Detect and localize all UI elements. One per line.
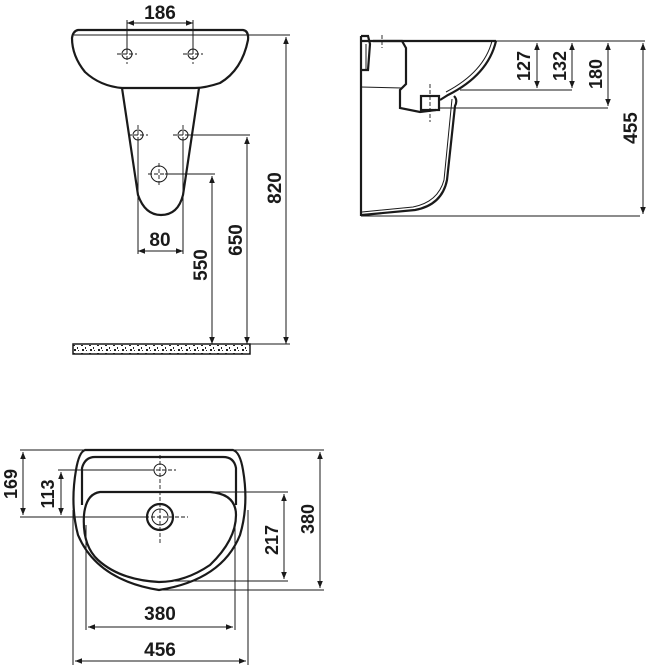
- dim-waste-spacing: 80: [149, 230, 170, 251]
- bowl-outline: [82, 490, 238, 584]
- bowl-curve-outer: [439, 40, 498, 101]
- dim-650: 650: [226, 224, 247, 256]
- basin-inner-profile: [373, 39, 437, 114]
- basin-top-outline: [72, 448, 247, 592]
- top-drain: [145, 502, 188, 532]
- basin-front-outline: [70, 28, 250, 90]
- top-tap-hole: [150, 455, 176, 545]
- dim-455: 455: [621, 112, 642, 144]
- front-view: 186 80 550 650 820: [70, 3, 290, 355]
- dim-217: 217: [262, 525, 282, 555]
- dim-113: 113: [38, 479, 58, 508]
- dim-132: 132: [550, 51, 570, 81]
- dim-820: 820: [265, 172, 286, 204]
- side-pedestal: [361, 95, 458, 217]
- basin-rim-inner: [80, 455, 238, 505]
- dim-380-width: 380: [144, 604, 176, 625]
- floor-hatch: [72, 343, 251, 355]
- dim-127: 127: [514, 51, 534, 81]
- side-view: 127 132 180 455: [359, 34, 646, 217]
- dim-550: 550: [191, 249, 212, 281]
- top-view: 169 113 217 380 380 456: [1, 448, 324, 665]
- dim-180: 180: [586, 59, 606, 89]
- dim-380-depth: 380: [298, 504, 318, 534]
- pedestal-outline: [120, 87, 201, 217]
- dim-169: 169: [1, 469, 21, 499]
- dim-tap-spacing: 186: [144, 3, 176, 24]
- dim-456: 456: [144, 640, 176, 661]
